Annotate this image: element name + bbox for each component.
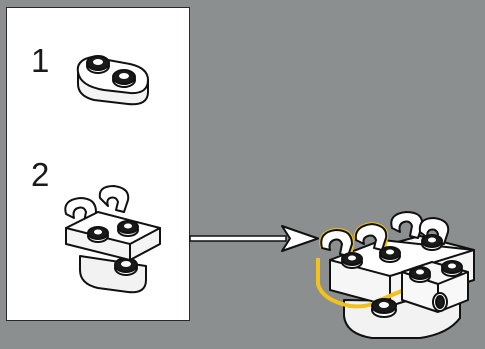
final-assembly bbox=[318, 212, 474, 338]
step-1-part bbox=[78, 56, 148, 104]
step-2-part bbox=[65, 186, 160, 292]
arrow-right-icon bbox=[190, 226, 318, 251]
